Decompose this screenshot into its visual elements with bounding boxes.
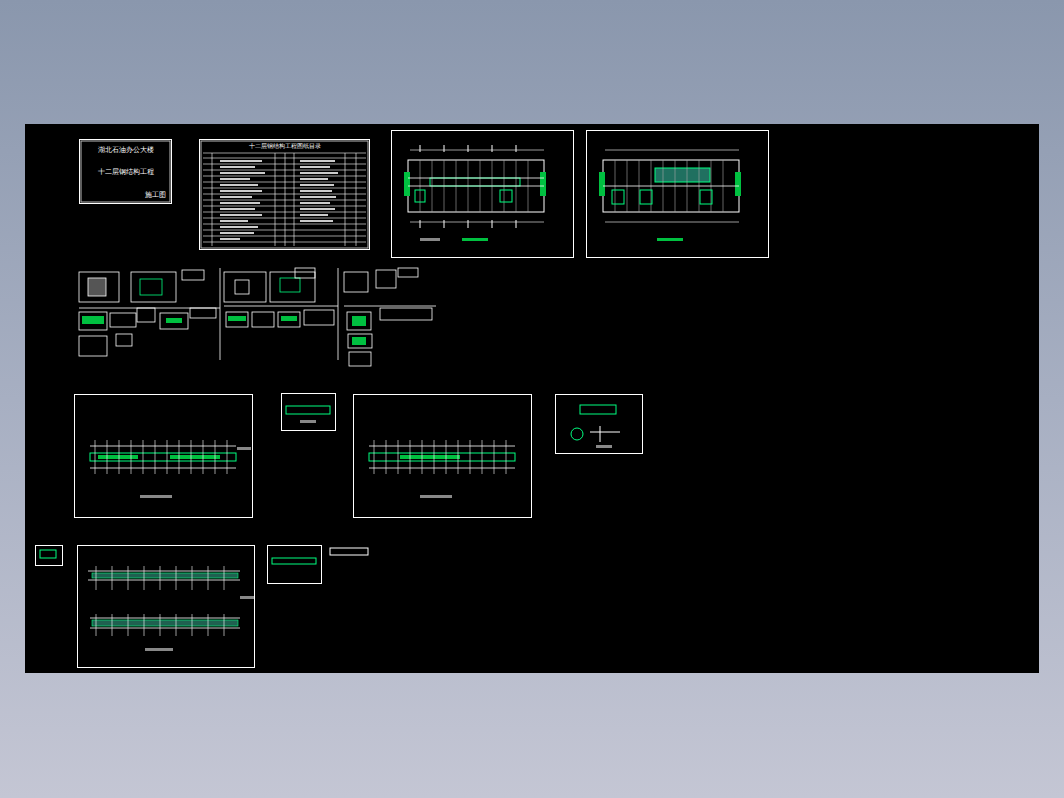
table-entries bbox=[220, 161, 338, 239]
elevation-drawing bbox=[369, 440, 515, 498]
floor-plan bbox=[404, 145, 546, 241]
sheet-frames bbox=[36, 131, 769, 668]
floor-plan bbox=[599, 150, 741, 241]
sheet-subtitle: 施工图 bbox=[145, 191, 166, 199]
sheet-subtitle: 十二层钢结构工程 bbox=[98, 168, 154, 176]
elevation-drawing bbox=[40, 548, 368, 651]
title-block: 湖北石油办公大楼十二层钢结构工程施工图 bbox=[79, 139, 172, 204]
sheet-title: 湖北石油办公大楼 bbox=[98, 146, 154, 154]
drawing-index-table: 十二层钢结构工程图纸目录 bbox=[199, 139, 370, 250]
model-space bbox=[25, 124, 1039, 673]
table-grid bbox=[203, 153, 366, 246]
sheet-title: 十二层钢结构工程图纸目录 bbox=[249, 142, 321, 149]
section-detail bbox=[286, 405, 620, 448]
elevation-drawing bbox=[90, 440, 251, 498]
detail-drawings bbox=[79, 268, 436, 366]
